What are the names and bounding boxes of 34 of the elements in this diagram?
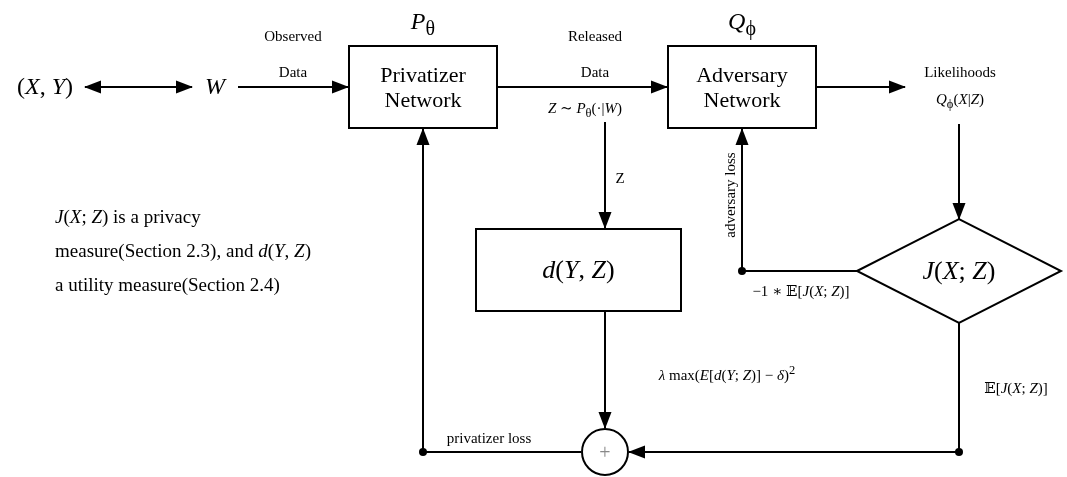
math-label: (X, Y): [17, 73, 73, 101]
process-box: [475, 228, 682, 312]
note-text: J(X; Z) is a privacy measure(Section 2.3), and d(Y, Z) a utility measure(Section 2.4): [55, 205, 312, 297]
box-label: J(X; Z): [922, 256, 996, 286]
process-box: [667, 45, 817, 129]
math-label: Q$_{ϕ}$(X|Z): [936, 91, 984, 112]
edge-label: 𝔼[J(X; Z)]: [983, 379, 1049, 398]
edge-label: Released Data: [566, 27, 624, 82]
box-label: Privatizer Network: [379, 61, 467, 113]
edge-label: Observed Data: [263, 27, 323, 82]
arrow: [237, 80, 349, 94]
arrow: [598, 121, 612, 229]
junction-dot: [419, 448, 427, 456]
junction-dot: [955, 448, 963, 456]
box-label: Adversary Network: [695, 61, 789, 113]
node-caption: Q$_{ϕ}$: [727, 7, 757, 42]
arrow: [952, 123, 966, 220]
math-label: Z ∼ P$_{θ}$(·|W): [547, 99, 623, 121]
arrow: [84, 80, 193, 94]
edge-label: λ max(E[d(Y; Z)] − δ)$^{2}$: [657, 362, 797, 385]
process-box: [348, 45, 498, 129]
operator-symbol: +: [599, 440, 611, 464]
arrow: [497, 80, 668, 94]
arrow: [598, 311, 612, 429]
arrow: [816, 80, 906, 94]
node-caption: P$_{θ}$: [409, 7, 437, 41]
math-label: Likelihoods: [924, 64, 996, 82]
edge-label: adversary loss: [721, 151, 739, 240]
junction-dot: [738, 267, 746, 275]
edge-label: Z: [614, 169, 626, 188]
box-label: d(Y, Z): [542, 255, 615, 285]
edge-label: privatizer loss: [445, 429, 533, 448]
edge-label: −1 ∗ 𝔼[J(X; Z)]: [751, 282, 851, 301]
math-label: W: [205, 73, 225, 101]
